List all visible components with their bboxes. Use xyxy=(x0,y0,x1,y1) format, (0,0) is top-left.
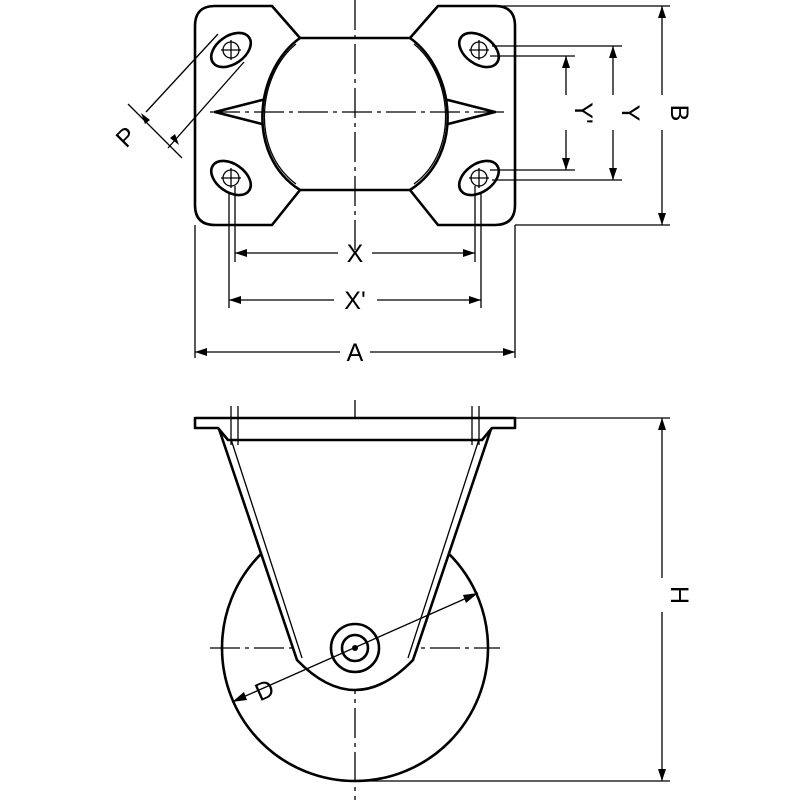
label-Y-prime: Y' xyxy=(569,102,597,123)
dimension-X-prime xyxy=(228,192,482,308)
dimension-H xyxy=(355,417,670,782)
label-X: X xyxy=(347,240,364,268)
plate-outline xyxy=(193,4,517,227)
dimension-D xyxy=(231,592,479,703)
dimension-B xyxy=(498,5,670,226)
label-A: A xyxy=(347,339,364,367)
label-H: H xyxy=(665,586,693,604)
label-P: P xyxy=(111,122,143,154)
left-fin xyxy=(213,98,264,126)
fork-inner-edge xyxy=(227,429,483,659)
label-X-prime: X' xyxy=(344,287,365,315)
bolt-hole-bottom-right xyxy=(457,159,501,197)
label-D: D xyxy=(251,674,279,707)
dimension-A xyxy=(194,225,516,358)
axle-nut-inner xyxy=(340,633,370,663)
side-view: H D xyxy=(193,400,693,800)
label-Y: Y xyxy=(616,105,644,122)
bolt-hole-top-left xyxy=(209,31,253,69)
dimension-Y-prime xyxy=(490,55,575,171)
axle-nut-outer xyxy=(329,622,381,674)
bolt-hole-bottom-left xyxy=(209,159,253,197)
right-fin xyxy=(446,98,497,126)
dimension-X xyxy=(234,186,476,262)
top-view: X X' A Y' Y B P xyxy=(111,0,693,367)
top-plate-side xyxy=(193,416,517,442)
bolt-hole-top-right xyxy=(457,31,501,69)
label-B: B xyxy=(665,105,693,122)
fork-body xyxy=(216,424,494,692)
plate-boss-inner xyxy=(263,43,447,185)
plate-boss-outline xyxy=(261,36,449,192)
dimension-P xyxy=(127,33,245,159)
dimension-Y xyxy=(492,45,622,181)
